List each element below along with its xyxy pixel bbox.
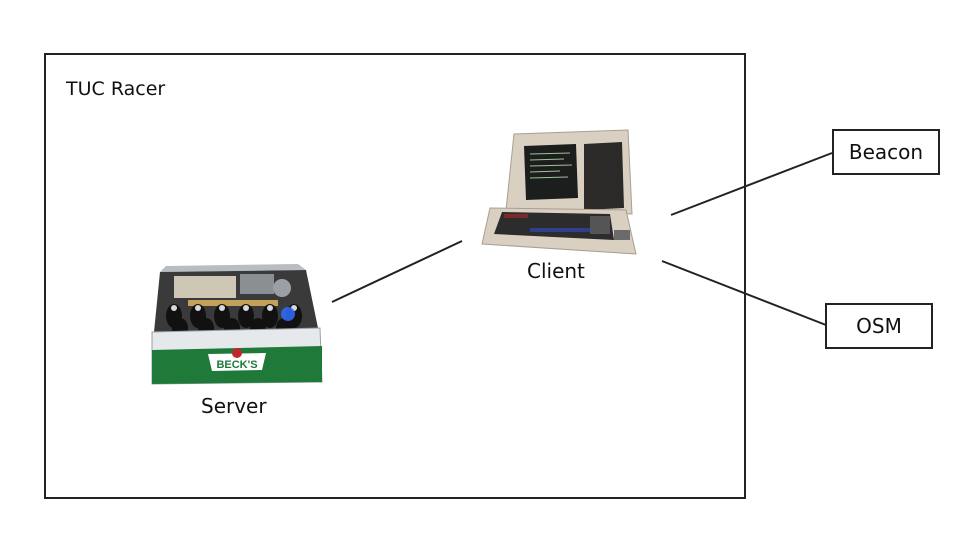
retro-terminal-client-image — [481, 129, 637, 255]
edge-client-beacon — [670, 152, 833, 216]
tuc-racer-container — [44, 53, 746, 499]
client-label: Client — [527, 259, 585, 283]
osm-box: OSM — [825, 303, 933, 349]
edge-server-client — [331, 240, 463, 303]
server-label: Server — [201, 394, 267, 418]
edge-client-osm — [661, 260, 827, 326]
beacon-box: Beacon — [832, 129, 940, 175]
container-title: TUC Racer — [66, 78, 166, 100]
beer-crate-server-image: BECK'S — [151, 264, 323, 385]
crate-brand-text: BECK'S — [216, 359, 257, 371]
